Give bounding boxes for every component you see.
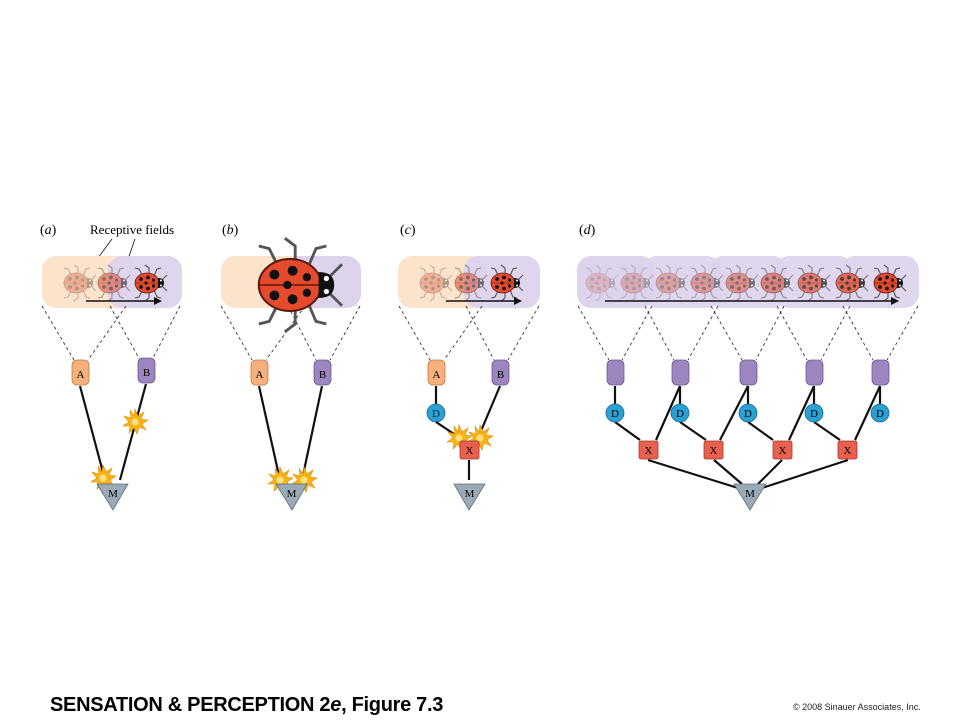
neuron-D-label: D: [676, 408, 684, 420]
neuron-B-label: B: [143, 367, 150, 379]
neuron-X: [837, 440, 858, 460]
neuron-D-label: D: [432, 408, 440, 420]
panel-c-label: (c): [400, 223, 416, 238]
receptor-neuron: [671, 359, 690, 386]
figure-caption: SENSATION & PERCEPTION 2e, Figure 7.3: [50, 694, 444, 716]
neuron-D-label: D: [810, 408, 818, 420]
neuron-X: [459, 440, 480, 460]
receptor-neuron: [606, 359, 625, 386]
neuron-A: [71, 359, 90, 386]
neuron-D: [870, 403, 890, 423]
neuron-X: [703, 440, 724, 460]
neuron-D: [605, 403, 625, 423]
neuron-X-label: X: [466, 445, 474, 457]
receptor-neuron: [871, 359, 890, 386]
panel-a-label: (a): [40, 223, 57, 238]
neuron-M-label: M: [108, 488, 118, 500]
neuron-B-label: B: [497, 369, 504, 381]
neuron-D-label: D: [876, 408, 884, 420]
neuron-A-label: A: [433, 369, 441, 381]
neuron-B-label: B: [319, 369, 326, 381]
panel-b: (b) A B M: [220, 223, 361, 511]
receptor-neuron: [805, 359, 824, 386]
neuron-M-label: M: [465, 488, 475, 500]
neuron-X-label: X: [844, 445, 852, 457]
flash-icon: [122, 408, 149, 435]
panel-a: (a) Receptive fields A B M: [40, 222, 182, 511]
neuron-M: [453, 483, 486, 511]
copyright-notice: © 2008 Sinauer Associates, Inc.: [793, 702, 921, 712]
panel-c: (c) A B D X M: [398, 223, 540, 511]
neuron-A: [427, 359, 446, 386]
neuron-D: [670, 403, 690, 423]
neuron-B: [137, 357, 156, 384]
neuron-M-label: M: [745, 488, 755, 500]
neuron-A: [250, 359, 269, 386]
receptor-neuron: [739, 359, 758, 386]
neuron-B: [313, 359, 332, 386]
neuron-B: [491, 359, 510, 386]
neuron-X: [772, 440, 793, 460]
neuron-D-label: D: [744, 408, 752, 420]
panel-d-label: (d): [579, 223, 596, 238]
neuron-M: [275, 483, 308, 511]
neuron-X-label: X: [645, 445, 653, 457]
neuron-M: [733, 483, 767, 511]
neuron-M: [96, 483, 129, 511]
neuron-D: [804, 403, 824, 423]
neuron-M-label: M: [287, 488, 297, 500]
neuron-A-label: A: [77, 369, 85, 381]
panel-b-label: (b): [222, 223, 239, 238]
neuron-D: [738, 403, 758, 423]
panel-d: (d): [577, 223, 919, 511]
neuron-X: [638, 440, 659, 460]
neuron-X-label: X: [710, 445, 718, 457]
receptive-fields-label: Receptive fields: [90, 222, 174, 237]
neuron-D-label: D: [611, 408, 619, 420]
neuron-A-label: A: [256, 369, 264, 381]
neuron-X-label: X: [779, 445, 787, 457]
